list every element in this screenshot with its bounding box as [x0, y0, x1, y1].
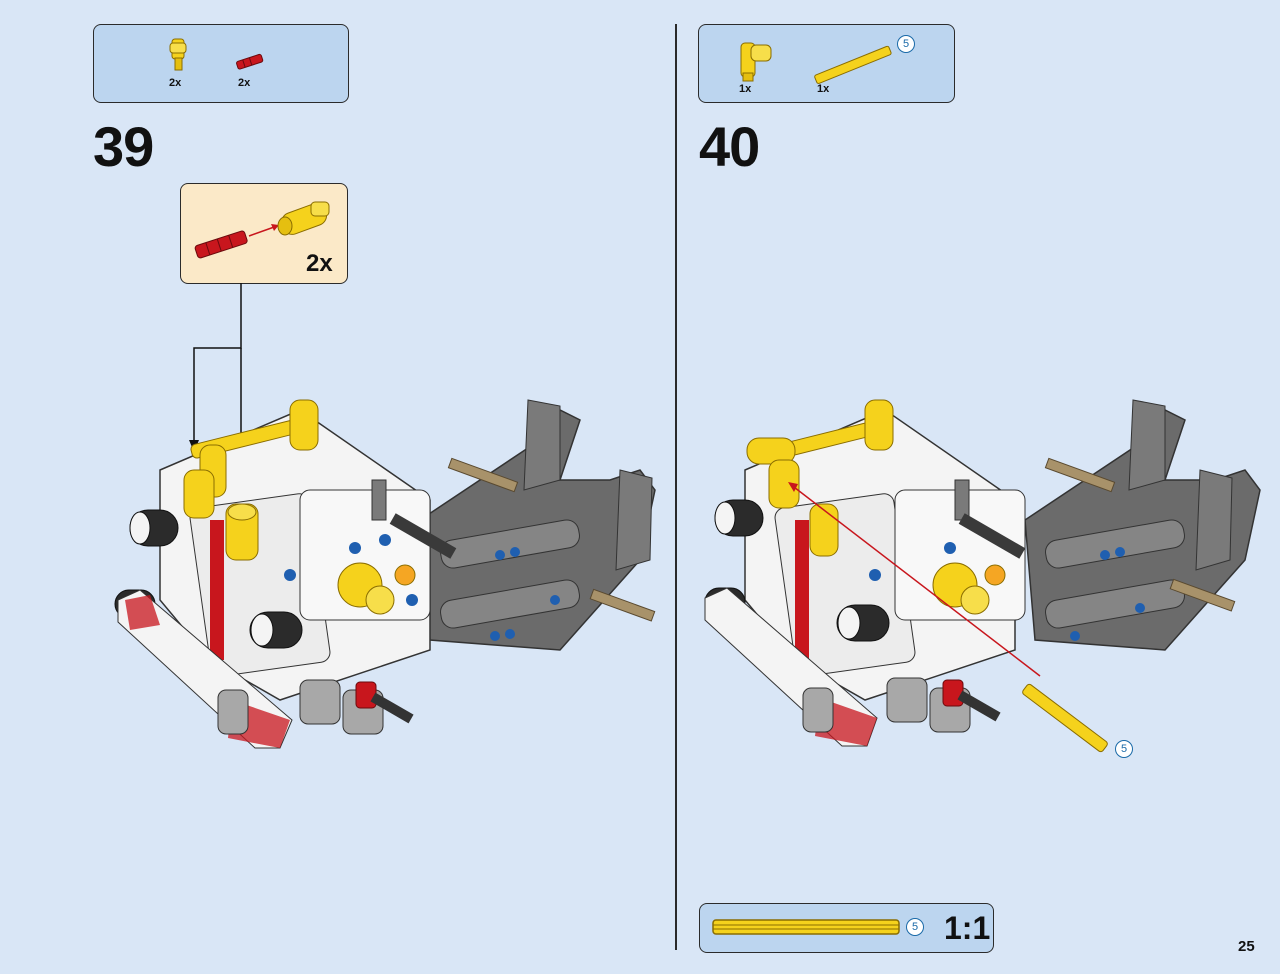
- yellow-axle-5-icon: [814, 45, 892, 84]
- yellow-connector-icon: [740, 42, 772, 82]
- insert-arrow: [248, 225, 278, 237]
- yellow-gears: [337, 562, 416, 615]
- subassembly-illustration: [194, 201, 330, 259]
- yellow-top-assembly: [183, 399, 319, 561]
- yellow-axle-new: [1022, 683, 1108, 753]
- yellow-top-assembly: [746, 399, 894, 557]
- yellow-connector-icon: [169, 38, 187, 71]
- yellow-connector-sub-icon: [277, 201, 330, 236]
- axle-length-badge: 5: [897, 35, 915, 53]
- yellow-gears: [932, 562, 1006, 615]
- part-qty-red-axle-pin: 2x: [238, 77, 251, 89]
- subassembly-callout-39: 2x: [180, 183, 348, 284]
- parts-list-40-illustration: [740, 42, 892, 84]
- scale-length-badge: 5: [906, 918, 924, 936]
- step-number-39: 39: [93, 115, 154, 178]
- red-axle-pin-sub-icon: [194, 230, 248, 259]
- part-qty-yellow-connector: 1x: [739, 83, 752, 95]
- insertion-line: [789, 483, 1041, 677]
- step-number-40: 40: [699, 115, 760, 178]
- scale-axle-illustration: [712, 919, 900, 935]
- step-divider: [675, 24, 677, 950]
- parts-list-39-illustration: [169, 38, 264, 71]
- scale-reference-box: 5 1:1: [699, 903, 994, 953]
- axle-length-callout: 5: [1115, 740, 1133, 758]
- page-number: 25: [1238, 938, 1255, 955]
- parts-list-step-39: 2x 2x: [93, 24, 349, 103]
- parts-list-step-40: 5 1x 1x: [698, 24, 955, 103]
- part-qty-yellow-axle: 1x: [817, 83, 830, 95]
- subassembly-qty: 2x: [306, 250, 333, 277]
- scale-ratio: 1:1: [944, 910, 991, 946]
- red-axle-pin-icon: [236, 53, 264, 70]
- part-qty-yellow-connector: 2x: [169, 77, 182, 89]
- gray-beam-frame: [1024, 399, 1261, 651]
